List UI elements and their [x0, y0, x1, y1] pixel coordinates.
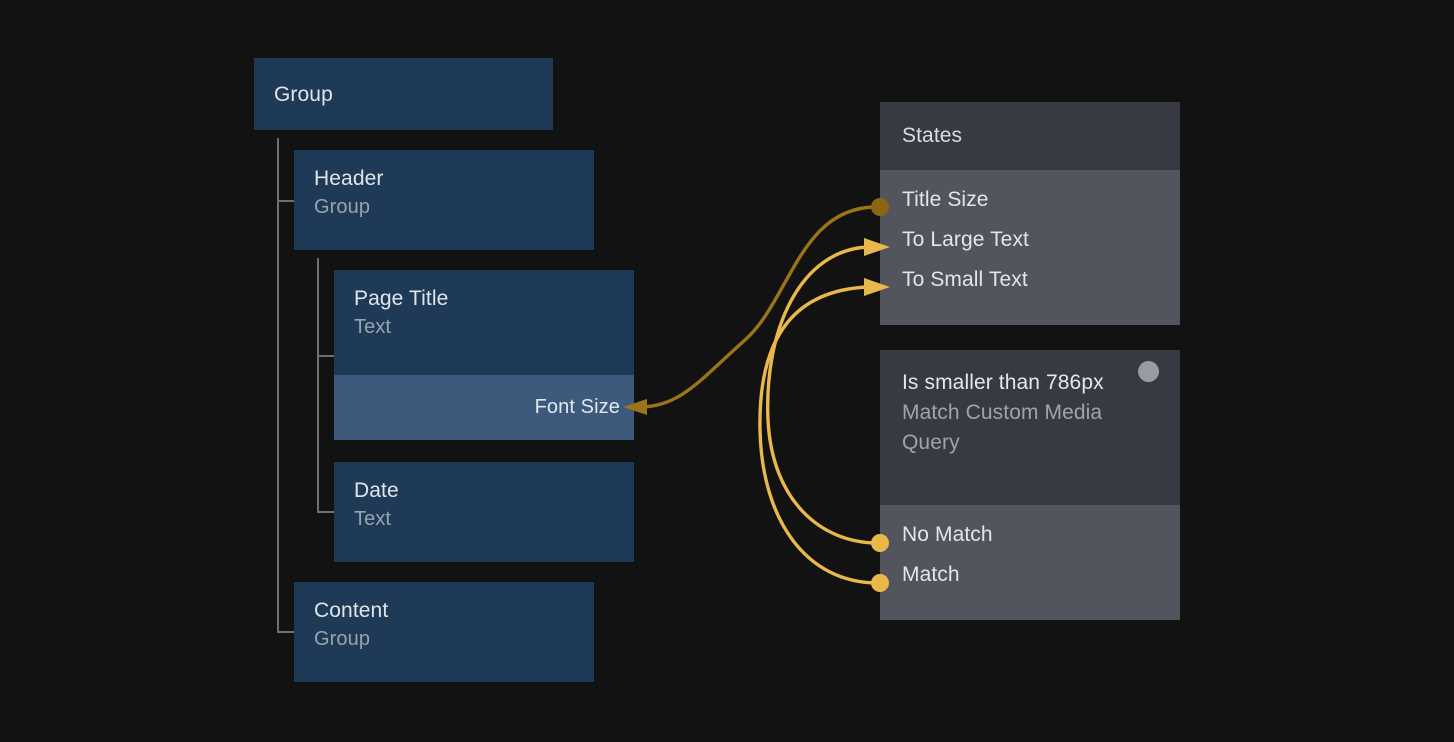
- node-group-root-title: Group: [274, 82, 333, 106]
- node-content[interactable]: Content Group: [294, 582, 594, 682]
- wire-match-to-small-text: [758, 285, 880, 585]
- status-dot-icon: [1138, 361, 1159, 382]
- port-row-title-size[interactable]: Title Size: [880, 180, 1180, 220]
- port-to-small-text-label: To Small Text: [902, 268, 1028, 291]
- panel-media-query-body: No Match Match: [880, 505, 1180, 620]
- tree-line-to-date: [317, 511, 335, 513]
- port-row-to-large-text[interactable]: To Large Text: [880, 220, 1180, 260]
- panel-states-header-label: States: [902, 124, 963, 147]
- tree-line-to-header: [277, 200, 295, 202]
- property-row-font-size-label: Font Size: [534, 396, 620, 418]
- port-row-no-match[interactable]: No Match: [880, 515, 1180, 555]
- wire-no-match-to-large-text: [766, 245, 880, 545]
- port-row-to-small-text[interactable]: To Small Text: [880, 260, 1180, 300]
- node-content-subtitle: Group: [314, 628, 371, 650]
- tree-line-to-content: [277, 631, 295, 633]
- panel-media-query-subtitle: Match Custom Media Query: [902, 401, 1103, 454]
- panel-states-body: Title Size To Large Text To Small Text: [880, 170, 1180, 325]
- node-header[interactable]: Header Group: [294, 150, 594, 250]
- node-page-title-subtitle: Text: [354, 316, 392, 338]
- node-group-root[interactable]: Group: [254, 58, 553, 130]
- panel-media-query[interactable]: Is smaller than 786px Match Custom Media…: [880, 350, 1180, 620]
- panel-media-query-title: Is smaller than 786px: [902, 371, 1104, 394]
- node-page-title-title: Page Title: [354, 287, 449, 310]
- tree-line-to-page-title: [317, 355, 335, 357]
- node-date-title: Date: [354, 479, 399, 502]
- wire-title-size-to-font-size: [638, 205, 878, 409]
- port-row-match[interactable]: Match: [880, 555, 1180, 595]
- node-header-title: Header: [314, 167, 384, 190]
- panel-states[interactable]: States Title Size To Large Text To Small…: [880, 102, 1180, 325]
- panel-states-header: States: [880, 102, 1180, 170]
- port-no-match-label: No Match: [902, 523, 993, 546]
- port-title-size-label: Title Size: [902, 188, 989, 211]
- panel-media-query-header: Is smaller than 786px Match Custom Media…: [880, 350, 1180, 505]
- node-content-title: Content: [314, 599, 389, 622]
- node-date[interactable]: Date Text: [334, 462, 634, 562]
- property-row-font-size[interactable]: Font Size: [334, 375, 634, 440]
- port-to-large-text-label: To Large Text: [902, 228, 1029, 251]
- node-page-title[interactable]: Page Title Text: [334, 270, 634, 375]
- port-match-label: Match: [902, 563, 960, 586]
- tree-line-header-vertical: [317, 258, 319, 511]
- tree-line-root-vertical: [277, 138, 279, 632]
- node-header-subtitle: Group: [314, 196, 371, 218]
- node-date-subtitle: Text: [354, 508, 392, 530]
